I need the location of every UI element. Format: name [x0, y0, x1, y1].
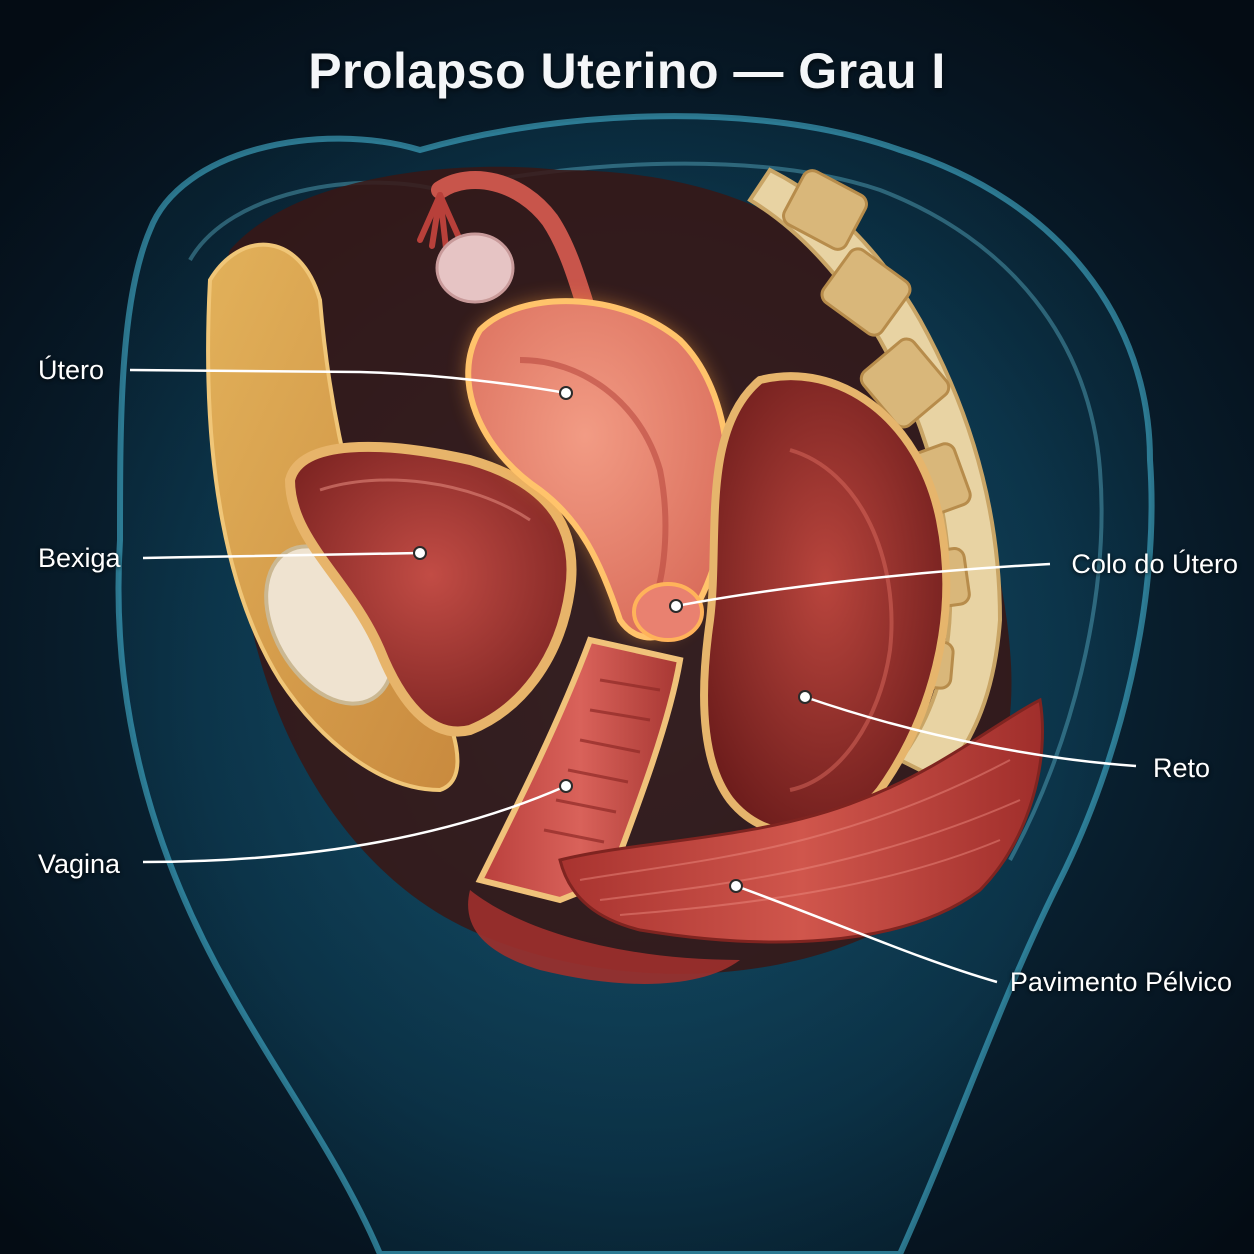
anchor-dot-bexiga [413, 546, 427, 560]
label-vagina: Vagina [38, 849, 121, 879]
anchor-dot-utero [559, 386, 573, 400]
leader-line-reto [804, 695, 1137, 768]
leader-line-utero [129, 368, 567, 395]
leader-line-colo [675, 562, 1051, 608]
anchor-dot-vagina [559, 779, 573, 793]
pelvic-floor [558, 697, 1044, 944]
leader-lines [129, 368, 1137, 984]
ovary [435, 232, 515, 304]
anchor-dot-reto [798, 690, 812, 704]
leader-line-bexiga [142, 551, 421, 560]
page-title: Prolapso Uterino — Grau I [308, 43, 946, 99]
vagina-canal [475, 636, 684, 904]
fallopian-tube [431, 171, 599, 329]
label-pavimento-pelvico: Pavimento Pélvico [1009, 967, 1232, 997]
bladder [284, 441, 577, 737]
vaginal-rugae [543, 678, 661, 844]
anchor-dots [413, 386, 812, 893]
label-colo-do-utero: Colo do Útero [1071, 549, 1238, 579]
lower-muscle [468, 890, 740, 984]
anchor-dot-pavimento [729, 879, 743, 893]
fimbriae [417, 192, 463, 251]
label-bexiga: Bexiga [38, 543, 121, 573]
leader-line-pavimento [735, 884, 998, 984]
anchor-dot-colo [669, 599, 683, 613]
leader-line-vagina [142, 784, 567, 864]
cervix [632, 582, 704, 642]
muscle-fibers [579, 759, 1021, 916]
label-reto: Reto [1152, 753, 1210, 783]
label-utero: Útero [38, 355, 105, 385]
